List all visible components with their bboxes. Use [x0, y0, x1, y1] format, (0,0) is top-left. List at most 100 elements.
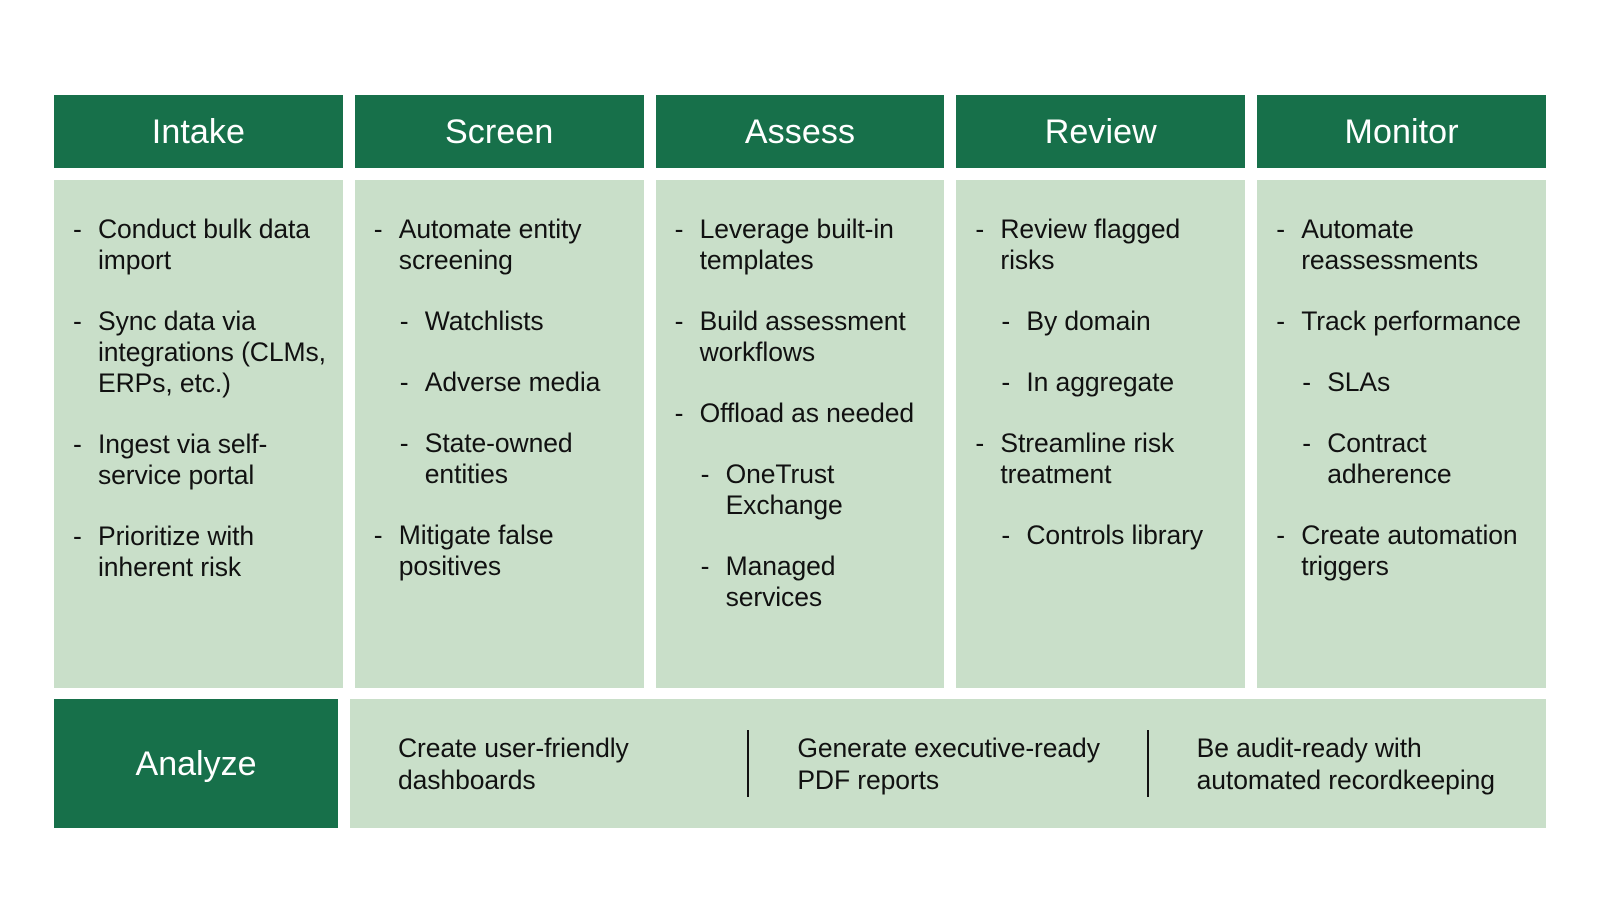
bullet-item: -Create automation triggers	[1276, 520, 1530, 582]
analyze-item: Generate executive-ready PDF reports	[747, 699, 1146, 828]
bullet-item: -Review flagged risks	[975, 214, 1229, 276]
analyze-item-list: Create user-friendly dashboards Generate …	[350, 699, 1546, 828]
bullet-item: -Sync data via integrations (CLMs, ERPs,…	[73, 306, 327, 399]
analyze-row: Analyze Create user-friendly dashboards G…	[54, 699, 1546, 828]
bullet-text: Streamline risk treatment	[1000, 428, 1175, 489]
bullet-text: Mitigate false positives	[398, 520, 554, 581]
stage-body: -Conduct bulk data import-Sync data via …	[54, 180, 343, 688]
bullet-item: -Leverage built-in templates	[675, 214, 929, 276]
bullet-dash-icon: -	[1302, 428, 1311, 458]
bullet-text: Controls library	[1026, 520, 1203, 550]
bullet-item: -Prioritize with inherent risk	[73, 521, 327, 583]
bullet-dash-icon: -	[399, 428, 409, 458]
sub-bullet-item: -By domain	[1001, 306, 1229, 337]
analyze-label: Analyze	[54, 699, 338, 828]
stage-body: -Automate entity screening-Watchlists-Ad…	[354, 180, 644, 688]
analyze-item-text: Be audit-ready with automated recordkeep…	[1196, 732, 1495, 795]
bullet-text: Review flagged risks	[1000, 214, 1181, 275]
bullet-dash-icon: -	[73, 429, 82, 459]
sub-bullet-item: -State-owned entities	[400, 428, 628, 490]
bullet-dash-icon: -	[1276, 520, 1285, 550]
bullet-item: -Automate entity screening	[374, 214, 628, 276]
stage-column: Screen-Automate entity screening-Watchli…	[354, 95, 644, 688]
bullet-text: By domain	[1026, 306, 1151, 336]
bullet-dash-icon: -	[975, 428, 985, 458]
bullet-dash-icon: -	[1276, 214, 1285, 244]
analyze-item-text: Generate executive-ready PDF reports	[797, 732, 1100, 795]
stage-bullet-list: -Leverage built-in templates-Build asses…	[675, 214, 929, 613]
stage-bullet-list: -Review flagged risks-By domain-In aggre…	[975, 214, 1229, 551]
stage-header-intake: Intake	[54, 95, 343, 168]
analyze-item: Create user-friendly dashboards	[350, 699, 747, 828]
bullet-text: Watchlists	[424, 306, 544, 336]
bullet-dash-icon: -	[1001, 520, 1011, 550]
stage-body: -Leverage built-in templates-Build asses…	[655, 180, 945, 688]
bullet-text: Leverage built-in templates	[699, 214, 894, 275]
bullet-text: Build assessment workflows	[699, 306, 906, 367]
bullet-text: Offload as needed	[699, 398, 915, 428]
bullet-item: -Conduct bulk data import	[73, 214, 327, 276]
analyze-item-text: Create user-friendly dashboards	[398, 732, 629, 795]
bullet-text: Create automation triggers	[1301, 520, 1518, 581]
stage-header-monitor: Monitor	[1257, 95, 1546, 168]
bullet-text: Track performance	[1301, 306, 1521, 336]
sub-bullet-item: -Controls library	[1001, 520, 1229, 551]
stage-header-review: Review	[956, 95, 1246, 168]
bullet-text: Automate reassessments	[1301, 214, 1479, 275]
bullet-dash-icon: -	[700, 459, 710, 489]
bullet-dash-icon: -	[674, 214, 684, 244]
stage-column: Review-Review flagged risks-By domain-In…	[956, 95, 1246, 688]
bullet-text: OneTrust Exchange	[725, 459, 843, 520]
bullet-dash-icon: -	[399, 306, 409, 336]
sub-bullet-item: -Watchlists	[400, 306, 628, 337]
stage-body: -Review flagged risks-By domain-In aggre…	[956, 180, 1246, 688]
bullet-text: Adverse media	[424, 367, 601, 397]
stage-body: -Automate reassessments-Track performanc…	[1257, 180, 1546, 688]
bullet-dash-icon: -	[674, 398, 684, 428]
bullet-item: -Streamline risk treatment	[975, 428, 1229, 490]
bullet-item: -Ingest via self-service portal	[73, 429, 327, 491]
bullet-dash-icon: -	[674, 306, 684, 336]
bullet-dash-icon: -	[73, 214, 82, 244]
stage-bullet-list: -Conduct bulk data import-Sync data via …	[73, 214, 327, 583]
bullet-text: Prioritize with inherent risk	[98, 521, 255, 582]
stage-column: Intake-Conduct bulk data import-Sync dat…	[54, 95, 343, 688]
bullet-dash-icon: -	[73, 306, 82, 336]
bullet-text: Sync data via integrations (CLMs, ERPs, …	[98, 306, 326, 398]
sub-bullet-item: -Adverse media	[400, 367, 628, 398]
bullet-dash-icon: -	[975, 214, 985, 244]
sub-bullet-item: -In aggregate	[1001, 367, 1229, 398]
stage-columns: Intake-Conduct bulk data import-Sync dat…	[54, 95, 1546, 688]
stage-header-assess: Assess	[655, 95, 945, 168]
bullet-dash-icon: -	[1302, 367, 1311, 397]
bullet-item: -Build assessment workflows	[675, 306, 929, 368]
bullet-dash-icon: -	[373, 520, 383, 550]
bullet-dash-icon: -	[73, 521, 82, 551]
analyze-item: Be audit-ready with automated recordkeep…	[1146, 699, 1546, 828]
sub-bullet-item: -SLAs	[1302, 367, 1530, 398]
stage-bullet-list: -Automate entity screening-Watchlists-Ad…	[374, 214, 628, 582]
bullet-dash-icon: -	[1276, 306, 1285, 336]
bullet-text: In aggregate	[1026, 367, 1175, 397]
stage-column: Monitor-Automate reassessments-Track per…	[1257, 95, 1546, 688]
stage-bullet-list: -Automate reassessments-Track performanc…	[1276, 214, 1530, 582]
bullet-dash-icon: -	[1001, 306, 1011, 336]
bullet-text: Conduct bulk data import	[98, 214, 310, 275]
bullet-text: Contract adherence	[1327, 428, 1452, 489]
sub-bullet-item: -Managed services	[701, 551, 929, 613]
bullet-dash-icon: -	[700, 551, 710, 581]
sub-bullet-item: -Contract adherence	[1302, 428, 1530, 490]
bullet-text: Managed services	[725, 551, 836, 612]
bullet-dash-icon: -	[1001, 367, 1011, 397]
bullet-dash-icon: -	[373, 214, 383, 244]
bullet-item: -Automate reassessments	[1276, 214, 1530, 276]
bullet-item: -Track performance	[1276, 306, 1530, 337]
bullet-text: Ingest via self-service portal	[98, 429, 268, 490]
sub-bullet-item: -OneTrust Exchange	[701, 459, 929, 521]
bullet-dash-icon: -	[399, 367, 409, 397]
bullet-item: -Mitigate false positives	[374, 520, 628, 582]
stage-header-screen: Screen	[354, 95, 644, 168]
stage-column: Assess-Leverage built-in templates-Build…	[655, 95, 945, 688]
bullet-item: -Offload as needed	[675, 398, 929, 429]
